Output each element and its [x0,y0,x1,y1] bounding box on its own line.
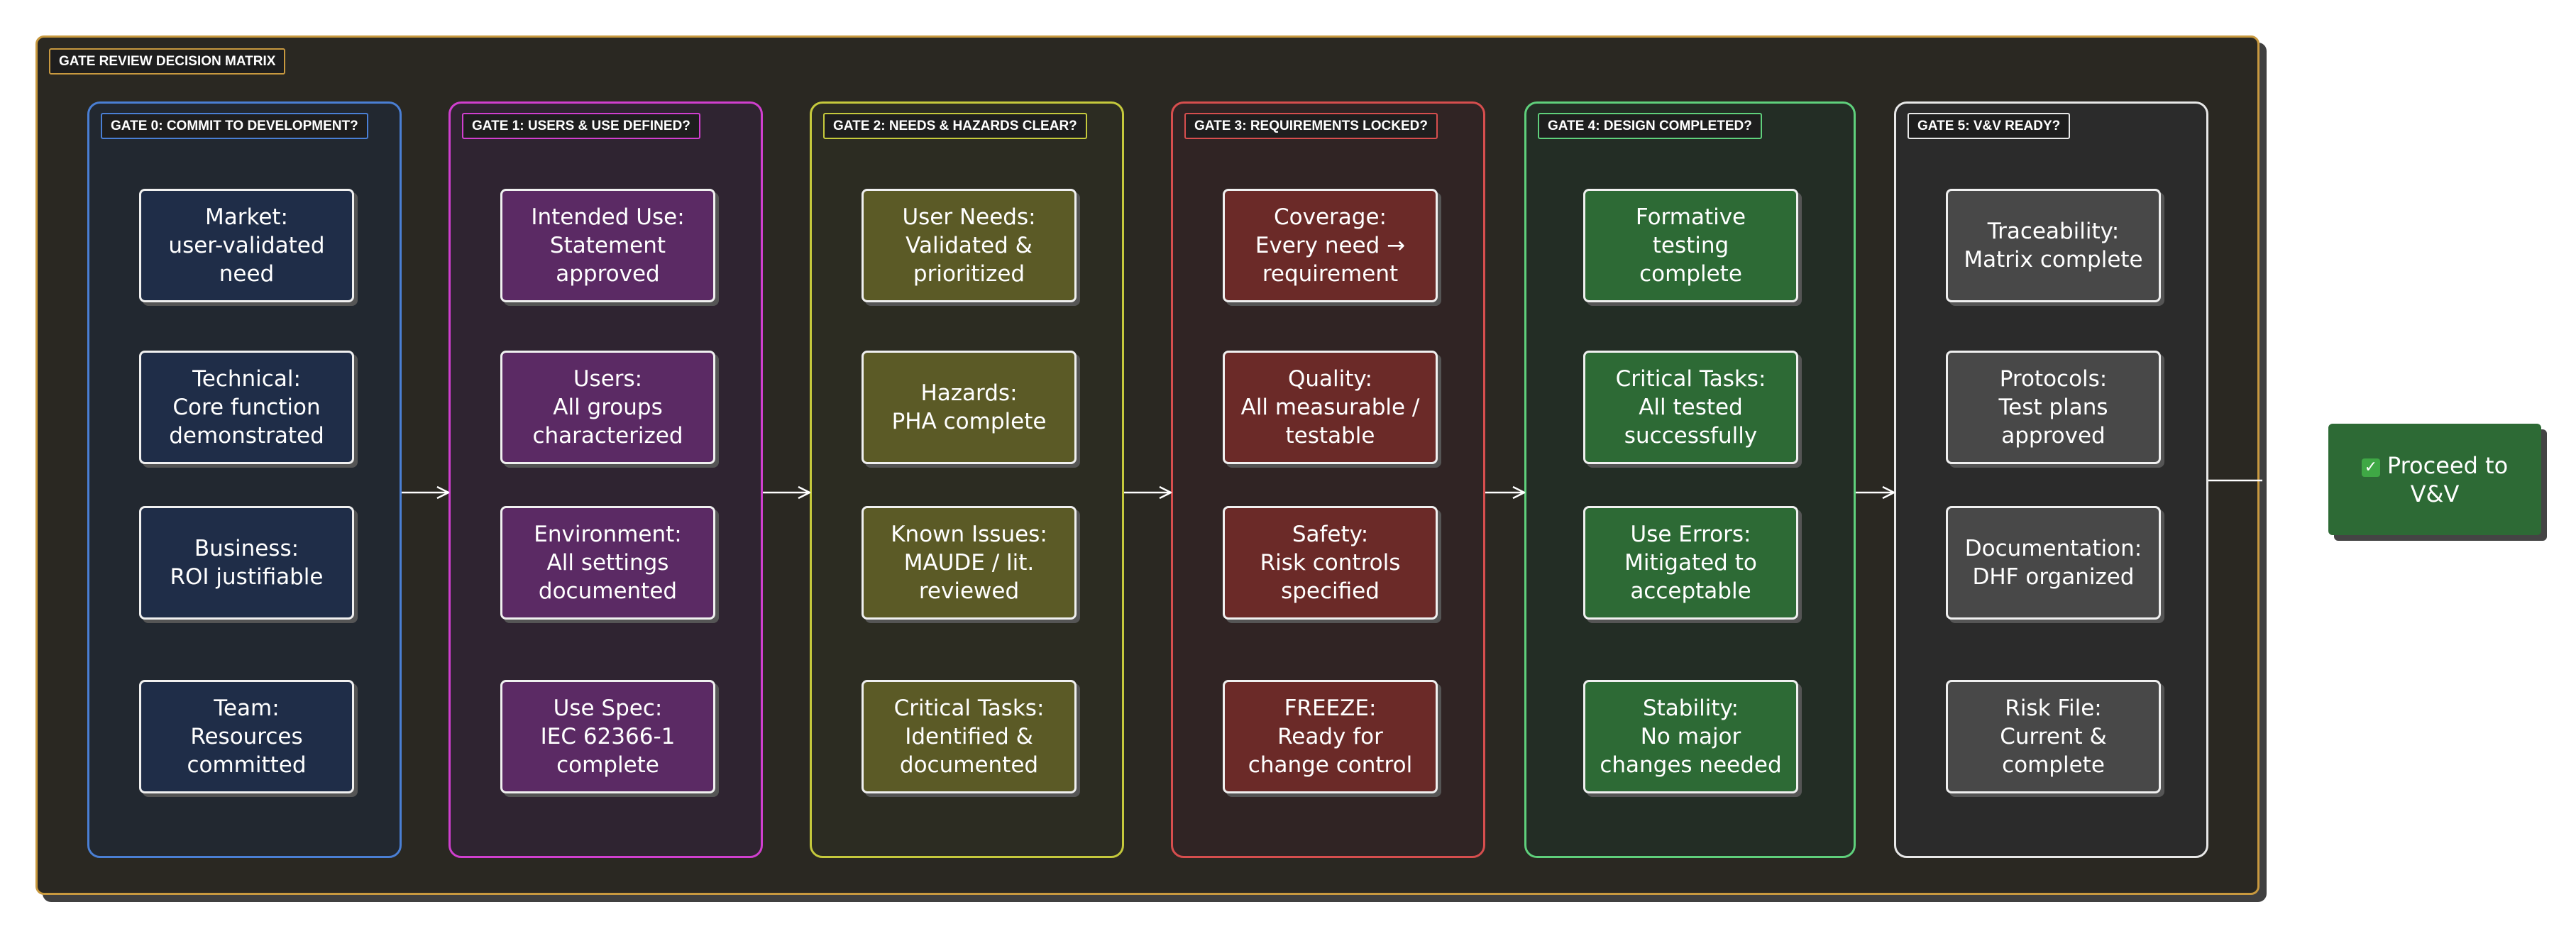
gate-3-criterion-1: Quality: All measurable / testable [1223,351,1438,464]
gate-2-title: GATE 2: NEEDS & HAZARDS CLEAR? [823,113,1087,139]
gate-3-title: GATE 3: REQUIREMENTS LOCKED? [1184,113,1438,139]
gate-2-criterion-2: Known Issues: MAUDE / lit. reviewed [862,506,1077,620]
gate-2-panel: GATE 2: NEEDS & HAZARDS CLEAR? User Needs… [810,101,1124,858]
gate-1-panel: GATE 1: USERS & USE DEFINED? Intended Use… [448,101,763,858]
gate-3-panel: GATE 3: REQUIREMENTS LOCKED? Coverage: Ev… [1171,101,1485,858]
gate-1-criterion-1: Users: All groups characterized [500,351,715,464]
gate-3-criterion-3: FREEZE: Ready for change control [1223,680,1438,793]
gate-1-criterion-0: Intended Use: Statement approved [500,189,715,302]
gate-3-criterion-0: Coverage: Every need → requirement [1223,189,1438,302]
gate-0-panel: GATE 0: COMMIT TO DEVELOPMENT? Market: us… [87,101,402,858]
gate-0-criterion-1: Technical: Core function demonstrated [139,351,354,464]
gate-5-criterion-0: Traceability: Matrix complete [1946,189,2161,302]
gate-4-criterion-1: Critical Tasks: All tested successfully [1583,351,1798,464]
gate-4-panel: GATE 4: DESIGN COMPLETED? Formative testi… [1524,101,1856,858]
gate-1-criterion-3: Use Spec: IEC 62366-1 complete [500,680,715,793]
gate-4-criterion-0: Formative testing complete [1583,189,1798,302]
gate-3-criterion-2: Safety: Risk controls specified [1223,506,1438,620]
gate-0-criterion-2: Business: ROI justifiable [139,506,354,620]
gate-0-criterion-3: Team: Resources committed [139,680,354,793]
gate-2-criterion-0: User Needs: Validated & prioritized [862,189,1077,302]
proceed-label: Proceed to V&V [2387,451,2509,507]
gate-2-criterion-1: Hazards: PHA complete [862,351,1077,464]
gate-5-criterion-1: Protocols: Test plans approved [1946,351,2161,464]
gate-0-criterion-0: Market: user-validated need [139,189,354,302]
proceed-to-vv-box: ✓ Proceed to V&V [2328,424,2541,535]
gate-5-title: GATE 5: V&V READY? [1908,113,2071,139]
gate-2-criterion-3: Critical Tasks: Identified & documented [862,680,1077,793]
gate-4-criterion-3: Stability: No major changes needed [1583,680,1798,793]
gate-1-criterion-2: Environment: All settings documented [500,506,715,620]
check-mark-icon: ✓ [2361,458,2380,477]
gate-1-title: GATE 1: USERS & USE DEFINED? [462,113,700,139]
gate-review-matrix: GATE REVIEW DECISION MATRIX [35,35,2259,895]
gate-5-criterion-3: Risk File: Current & complete [1946,680,2161,793]
gate-4-title: GATE 4: DESIGN COMPLETED? [1538,113,1762,139]
gate-0-title: GATE 0: COMMIT TO DEVELOPMENT? [101,113,368,139]
gate-4-criterion-2: Use Errors: Mitigated to acceptable [1583,506,1798,620]
gate-5-criterion-2: Documentation: DHF organized [1946,506,2161,620]
gate-5-panel: GATE 5: V&V READY? Traceability: Matrix c… [1894,101,2208,858]
matrix-title: GATE REVIEW DECISION MATRIX [49,48,286,75]
